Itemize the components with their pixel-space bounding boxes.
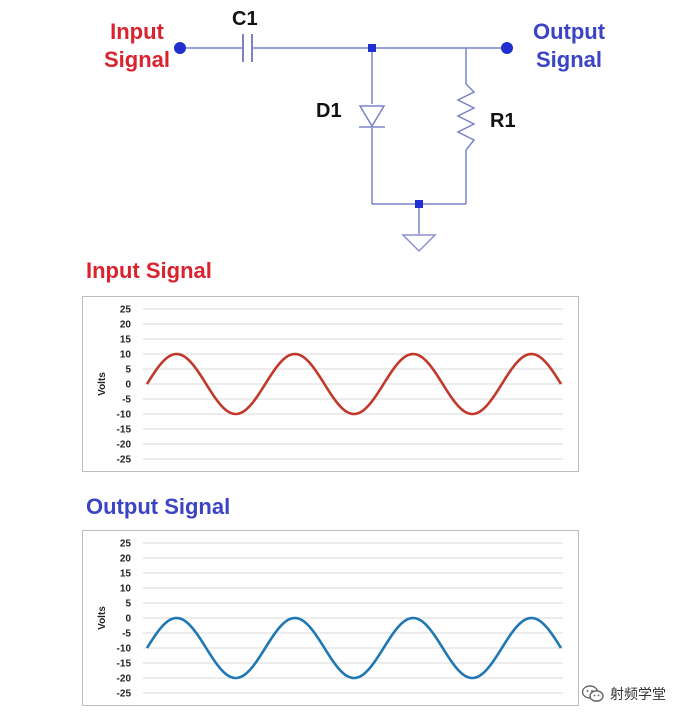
y-tick-label: 25 — [120, 305, 132, 316]
series-line — [145, 616, 563, 680]
resistor-label: R1 — [490, 110, 516, 132]
input-label-line1: Input — [110, 19, 164, 44]
junction-bottom — [415, 200, 423, 208]
ground-symbol — [401, 234, 437, 253]
y-tick-label: 15 — [120, 569, 132, 580]
output-chart-title: Output Signal — [86, 494, 231, 519]
y-tick-label: 10 — [120, 584, 132, 595]
y-tick-label: -10 — [117, 410, 132, 421]
input-terminal — [174, 42, 186, 54]
diode-label: D1 — [316, 100, 342, 122]
output-label-line2: Signal — [535, 47, 602, 72]
y-tick-label: -15 — [117, 659, 132, 670]
y-tick-label: -10 — [117, 644, 132, 655]
input-signal-label: Input Signal — [82, 18, 192, 74]
y-tick-label: 20 — [120, 554, 132, 565]
series-line — [145, 352, 563, 416]
y-tick-label: 20 — [120, 320, 132, 331]
junction-top — [368, 44, 376, 52]
output-signal-chart: 25 20 15 10 5 0 -5 -10 -15 -20 -25 Volts — [97, 539, 563, 700]
watermark: 射频学堂 — [582, 684, 666, 704]
output-signal-label: Output Signal — [514, 18, 624, 74]
y-axis-label: Volts — [97, 372, 108, 396]
y-tick-label: -20 — [117, 440, 132, 451]
output-chart-frame: 25 20 15 10 5 0 -5 -10 -15 -20 -25 Volts — [82, 530, 579, 706]
y-tick-label: -5 — [122, 629, 131, 640]
y-tick-label: -25 — [117, 689, 132, 700]
output-label-line1: Output — [532, 19, 606, 44]
y-tick-label: 5 — [125, 365, 131, 376]
y-tick-label: -5 — [122, 395, 131, 406]
y-tick-label: 0 — [125, 614, 131, 625]
capacitor-label: C1 — [232, 8, 258, 30]
y-tick-label: -25 — [117, 455, 132, 466]
y-tick-label: 0 — [125, 380, 131, 391]
wechat-icon — [582, 685, 604, 702]
y-tick-label: 5 — [125, 599, 131, 610]
y-tick-label: -15 — [117, 425, 132, 436]
input-chart-title: Input Signal — [86, 258, 212, 283]
y-tick-label: 25 — [120, 539, 132, 550]
output-terminal — [501, 42, 513, 54]
resistor-symbol — [456, 83, 476, 151]
circuit-schematic — [174, 34, 513, 253]
input-label-line2: Signal — [103, 47, 170, 72]
y-axis-label: Volts — [97, 606, 108, 630]
watermark-text: 射频学堂 — [610, 686, 666, 702]
input-chart-frame: 25 20 15 10 5 0 -5 -10 -15 -20 -25 Volts — [82, 296, 579, 472]
y-tick-label: 15 — [120, 335, 132, 346]
input-signal-chart: 25 20 15 10 5 0 -5 -10 -15 -20 -25 Volts — [97, 305, 563, 466]
y-tick-label: 10 — [120, 350, 132, 361]
diode-symbol — [358, 105, 386, 128]
y-tick-label: -20 — [117, 674, 132, 685]
